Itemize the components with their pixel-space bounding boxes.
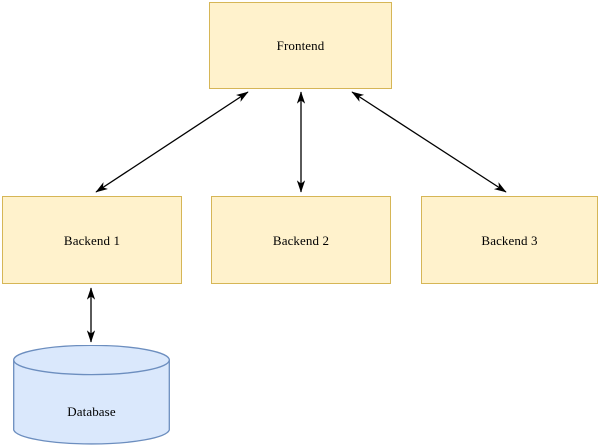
node-backend-2[interactable]: Backend 2 xyxy=(211,196,391,284)
node-database-label: Database xyxy=(67,404,116,419)
node-frontend[interactable]: Frontend xyxy=(209,2,392,89)
node-database[interactable]: Database xyxy=(13,345,170,445)
node-backend-1-label: Backend 1 xyxy=(63,232,121,248)
node-backend-3-label: Backend 3 xyxy=(481,232,538,248)
node-backend-3[interactable]: Backend 3 xyxy=(421,196,598,284)
edge-frontend-backend-3 xyxy=(351,91,507,193)
node-frontend-label: Frontend xyxy=(276,38,325,53)
node-backend-2-label: Backend 2 xyxy=(272,232,330,248)
database-cylinder-icon xyxy=(13,345,170,445)
edge-frontend-backend-1 xyxy=(95,91,249,193)
node-backend-1[interactable]: Backend 1 xyxy=(2,196,182,284)
